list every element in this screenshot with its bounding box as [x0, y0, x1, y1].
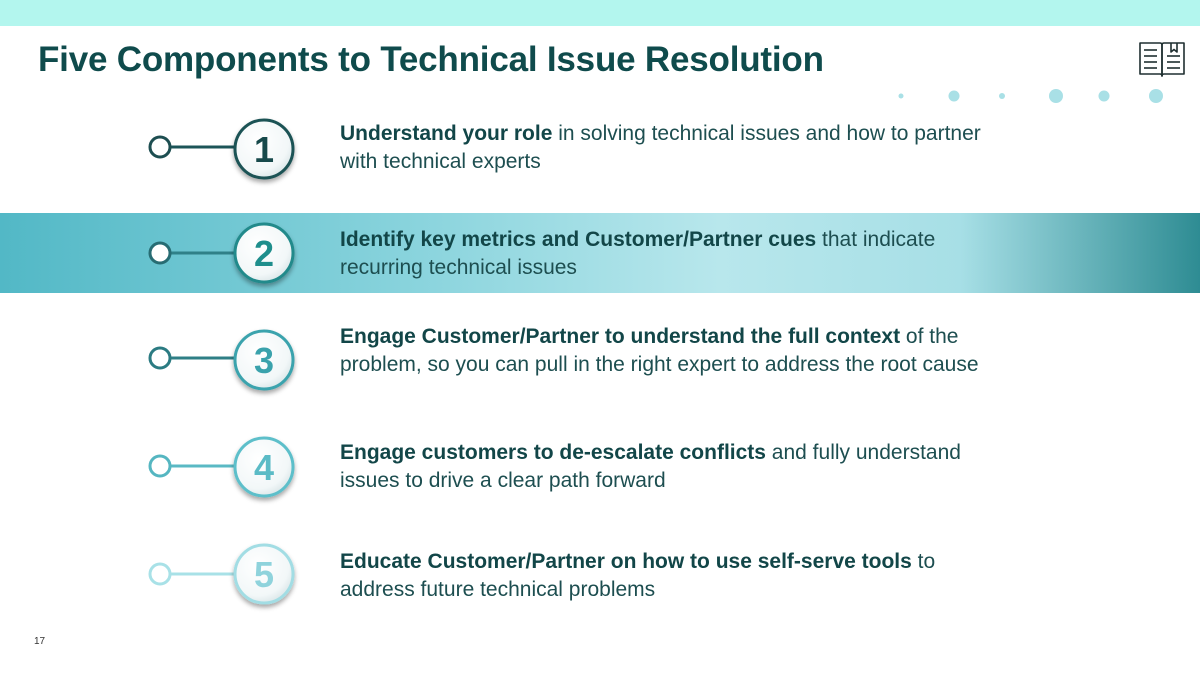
step-2-bold: Identify key metrics and Customer/Partne…: [340, 228, 817, 251]
open-book-icon: [1139, 42, 1185, 77]
step-3-bold: Engage Customer/Partner to understand th…: [340, 325, 901, 348]
step-number-3: 3: [254, 340, 274, 381]
step-text-1: Understand your role in solving technica…: [340, 120, 1000, 176]
step-4-bold: Engage customers to de-escalate conflict…: [340, 441, 766, 464]
step-node-5: [148, 562, 172, 586]
step-number-4: 4: [254, 447, 274, 488]
step-text-3: Engage Customer/Partner to understand th…: [340, 323, 1000, 379]
top-accent-band: [0, 0, 1200, 26]
step-node-4: [148, 454, 172, 478]
step-text-5: Educate Customer/Partner on how to use s…: [340, 548, 1000, 604]
page-number: 17: [34, 636, 46, 647]
decorative-dots: [875, 89, 1200, 103]
step-node-3: [148, 346, 172, 370]
step-2-rest: that indicate recurring technical issues: [340, 228, 936, 279]
step-text-4: Engage customers to de-escalate conflict…: [340, 439, 1000, 495]
step-number-5: 5: [254, 554, 274, 595]
step-1-rest: in solving technical issues and how to p…: [340, 122, 981, 173]
step-number-1: 1: [254, 129, 274, 170]
step-text-2: Identify key metrics and Customer/Partne…: [340, 226, 1000, 282]
step-badge-2: [233, 222, 295, 284]
step-3-rest: of the problem, so you can pull in the r…: [340, 325, 979, 376]
step-5-bold: Educate Customer/Partner on how to use s…: [340, 550, 912, 573]
step-number-2: 2: [254, 233, 274, 274]
slide-title: Five Components to Technical Issue Resol…: [38, 40, 824, 79]
step-badge-1: [233, 118, 295, 180]
step-badge-5: [233, 543, 295, 605]
step-4-rest: and fully understand issues to drive a c…: [340, 441, 961, 492]
step-node-2: [148, 241, 172, 265]
step-badge-4: [233, 436, 295, 498]
step-node-1: [148, 135, 172, 159]
step-1-bold: Understand your role: [340, 122, 553, 145]
step-badge-3: [233, 329, 295, 391]
step-5-rest: to address future technical problems: [340, 550, 936, 601]
